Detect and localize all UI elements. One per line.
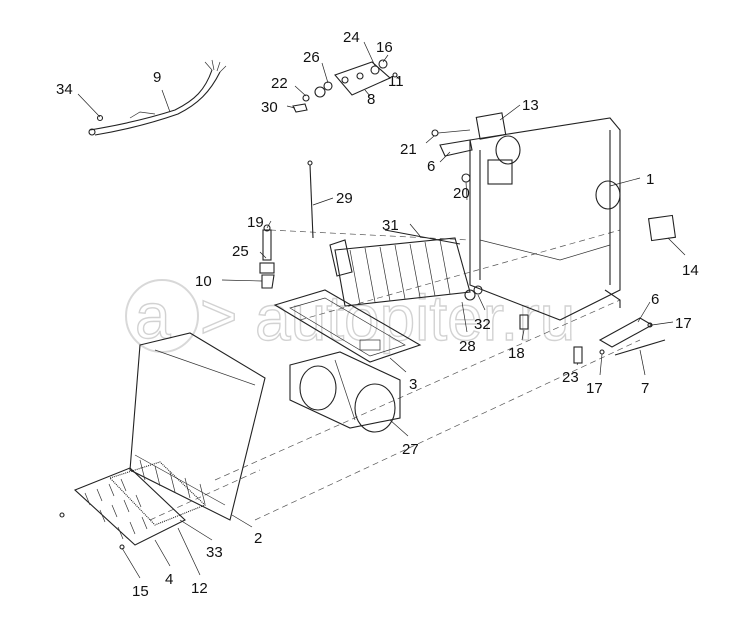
- callout-32: 32: [474, 316, 491, 333]
- svg-text:>: >: [200, 280, 237, 352]
- callout-14: 14: [682, 262, 699, 279]
- callout-34: 34: [56, 81, 73, 98]
- callout-21: 21: [400, 141, 417, 158]
- callout-7: 7: [641, 380, 649, 397]
- tray-part: [273, 289, 422, 363]
- callout-30: 30: [261, 99, 278, 116]
- callout-16: 16: [376, 39, 393, 56]
- callout-19: 19: [247, 214, 264, 231]
- callout-8: 8: [367, 91, 375, 108]
- callout-22: 22: [271, 75, 288, 92]
- callout-31: 31: [382, 217, 399, 234]
- leader-lines: [77, 41, 686, 579]
- rod-29: [309, 164, 314, 239]
- callout-13: 13: [522, 97, 539, 114]
- callout-27: 27: [402, 441, 419, 458]
- control-plate-part: [292, 59, 398, 113]
- callout-29: 29: [336, 190, 353, 207]
- callout-9: 9: [153, 69, 161, 86]
- callout-17: 17: [675, 315, 692, 332]
- callout-23: 23: [562, 369, 579, 386]
- callout-11: 11: [388, 73, 404, 90]
- cover-plate-13: [475, 112, 507, 140]
- wiring-harness-part: [88, 59, 227, 136]
- callout-3: 3: [409, 376, 417, 393]
- heater-housing-part: [469, 117, 621, 321]
- callout-33: 33: [206, 544, 223, 561]
- screw-21: [431, 129, 439, 137]
- callout-17b: 17: [586, 380, 603, 397]
- callout-15: 15: [132, 583, 149, 600]
- grommet-20: [461, 173, 471, 183]
- grille-part: [59, 461, 206, 550]
- heater-core-part: [329, 237, 483, 307]
- callout-18: 18: [508, 345, 525, 362]
- svg-text:a: a: [135, 280, 171, 352]
- callout-20: 20: [453, 185, 470, 202]
- rod-31: [384, 229, 461, 245]
- svg-text:autopiter.ru: autopiter.ru: [255, 282, 575, 354]
- watermark-logo: a > autopiter.ru: [125, 279, 576, 355]
- callout-12: 12: [191, 580, 208, 597]
- bracket-7-part: [598, 317, 666, 356]
- bracket-6: [439, 139, 473, 157]
- valve-assembly-part: [259, 224, 275, 289]
- cover-plate-14: [647, 214, 677, 242]
- callout-labels: 34 9 24 16 26 22 11 8 30 13 21 6 20 1 29…: [56, 29, 699, 600]
- spacer-18: [519, 314, 529, 330]
- callout-28: 28: [459, 338, 476, 355]
- front-panel-part: [129, 332, 266, 521]
- callout-26: 26: [303, 49, 320, 66]
- callout-2: 2: [254, 530, 262, 547]
- callout-10: 10: [195, 273, 212, 290]
- callout-6: 6: [427, 158, 435, 175]
- callout-24: 24: [343, 29, 360, 46]
- blower-part: [289, 351, 401, 433]
- callout-1: 1: [646, 171, 654, 188]
- callout-4: 4: [165, 571, 173, 588]
- callout-25: 25: [232, 243, 249, 260]
- callout-6b: 6: [651, 291, 659, 308]
